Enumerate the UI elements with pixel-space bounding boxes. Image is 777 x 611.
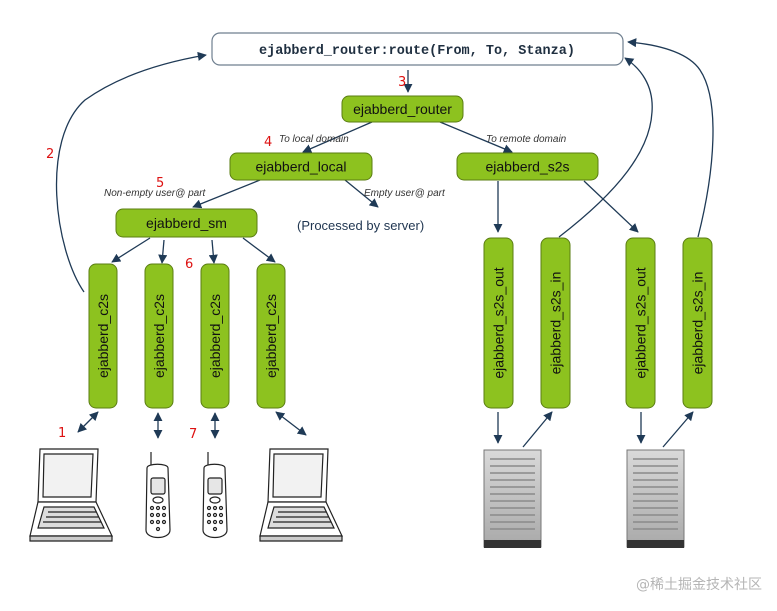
edge-s2s-in-2-to-route	[627, 38, 714, 238]
step-number-1: 1	[58, 426, 66, 441]
edge-c2s-to-route	[55, 51, 207, 293]
edge-local-to-sm	[192, 179, 261, 209]
edge-s2s-in-1-to-route	[558, 57, 653, 238]
node-s2s-in-2: ejabberd_s2s_in	[682, 237, 713, 409]
edge-c2s-4-laptop	[275, 411, 307, 436]
node-s2s-in-1-label: ejabberd_s2s_in	[548, 272, 564, 375]
edge-router-to-s2s	[439, 121, 513, 154]
edge-s2s-to-out-2	[583, 180, 639, 233]
edge-sm-to-c2s-1	[111, 237, 151, 263]
edge-local-to-server	[344, 179, 379, 208]
node-local: ejabberd_local	[229, 152, 373, 181]
laptop-icon	[29, 448, 113, 542]
edge-server-s2s-in-1	[522, 411, 553, 448]
node-s2s-in-1: ejabberd_s2s_in	[540, 237, 571, 409]
router-call-box: ejabberd_router:route(From, To, Stanza)	[211, 32, 624, 66]
node-local-label: ejabberd_local	[255, 159, 346, 175]
step-number-6: 6	[185, 257, 193, 272]
mobile-phone-icon	[202, 452, 228, 539]
node-router: ejabberd_router	[341, 95, 464, 123]
edge-sm-to-c2s-2	[158, 239, 168, 264]
server-icon	[483, 449, 542, 548]
edge-router-to-local	[302, 121, 373, 153]
edge-label-to-local: To local domain	[279, 134, 349, 145]
node-s2s-out-1: ejabberd_s2s_out	[483, 237, 514, 409]
watermark-text: @稀土掘金技术社区	[636, 577, 762, 593]
step-number-5: 5	[156, 176, 164, 191]
step-number-4: 4	[264, 135, 272, 150]
node-c2s-3: ejabberd_c2s	[200, 263, 230, 409]
node-sm-label: ejabberd_sm	[146, 215, 227, 231]
edge-server-s2s-in-2	[662, 411, 694, 448]
edge-label-to-remote: To remote domain	[486, 134, 567, 145]
node-s2s-out-2: ejabberd_s2s_out	[625, 237, 656, 409]
node-s2s-in-2-label: ejabberd_s2s_in	[690, 272, 706, 375]
edge-sm-to-c2s-3	[208, 239, 218, 264]
edge-sm-to-c2s-4	[242, 237, 276, 263]
node-s2s-label: ejabberd_s2s	[485, 159, 569, 175]
edge-label-empty: Empty user@ part	[364, 188, 446, 199]
server-icon	[626, 449, 685, 548]
router-call-text: ejabberd_router:route(From, To, Stanza)	[259, 44, 575, 59]
edge-c2s-1-laptop	[77, 411, 99, 433]
node-c2s-4: ejabberd_c2s	[256, 263, 286, 409]
node-s2s-out-1-label: ejabberd_s2s_out	[491, 267, 507, 378]
node-c2s-1: ejabberd_c2s	[88, 263, 118, 409]
edges	[55, 38, 714, 448]
node-c2s-4-label: ejabberd_c2s	[263, 294, 279, 378]
node-c2s-2-label: ejabberd_c2s	[151, 294, 167, 378]
step-number-3: 3	[398, 75, 406, 90]
laptop-icon	[259, 448, 343, 542]
processed-by-server-note: (Processed by server)	[297, 218, 424, 233]
mobile-phone-icon	[145, 452, 171, 539]
node-s2s-out-2-label: ejabberd_s2s_out	[633, 267, 649, 378]
node-c2s-1-label: ejabberd_c2s	[95, 294, 111, 378]
node-s2s: ejabberd_s2s	[456, 152, 599, 181]
node-router-label: ejabberd_router	[353, 101, 452, 117]
node-c2s-3-label: ejabberd_c2s	[207, 294, 223, 378]
node-sm: ejabberd_sm	[115, 208, 258, 238]
node-c2s-2: ejabberd_c2s	[144, 263, 174, 409]
edge-label-non-empty: Non-empty user@ part	[104, 188, 207, 199]
step-number-7: 7	[189, 427, 197, 442]
step-number-2: 2	[46, 147, 54, 162]
